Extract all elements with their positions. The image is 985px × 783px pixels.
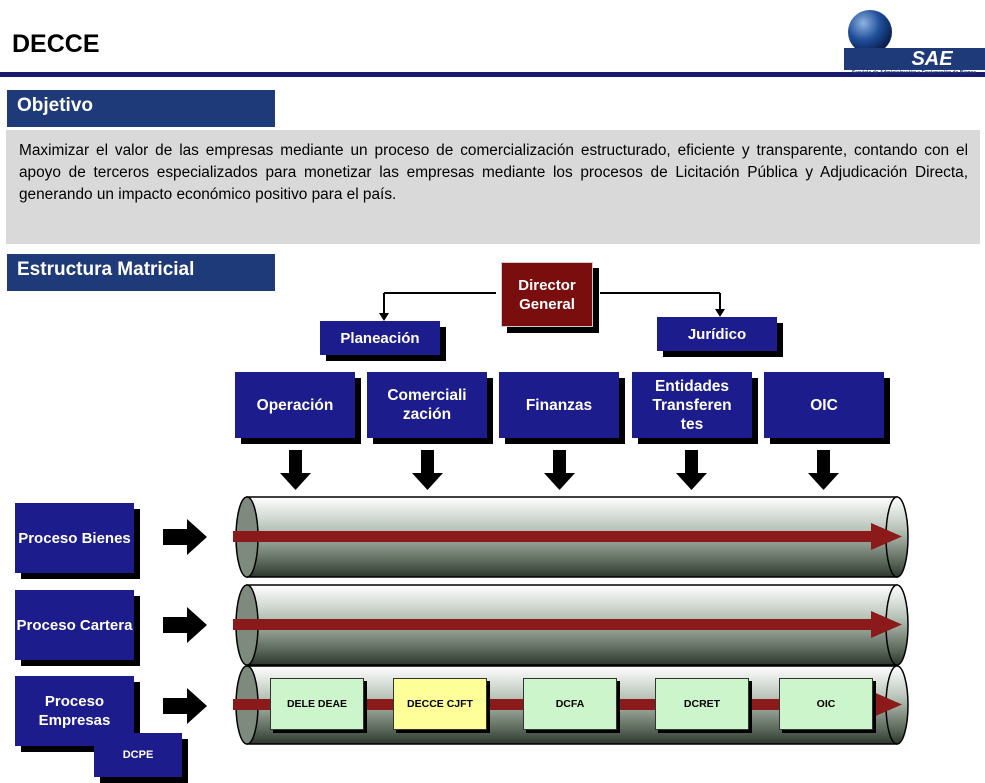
side-arrow-cartera-icon: [163, 607, 207, 643]
function-oic: OIC: [764, 372, 884, 438]
side-arrow-empresas-icon: [163, 688, 207, 724]
title-divider: [0, 72, 985, 77]
objective-text: Maximizar el valor de las empresas media…: [6, 130, 980, 244]
function-comercializacion: Comerciali zación: [367, 372, 487, 438]
globe-logo-icon: SAE Servicio de Administración y Enajena…: [844, 10, 985, 76]
svg-text:Servicio de Administración y E: Servicio de Administración y Enajenación…: [852, 70, 977, 76]
stage-oic: OIC: [779, 678, 873, 730]
arrowhead-planeacion-icon: [379, 313, 389, 321]
function-finanzas: Finanzas: [499, 372, 619, 438]
down-arrow-oic-icon: [808, 450, 839, 490]
arrowhead-juridico-icon: [715, 309, 725, 317]
sae-logo: SAE Servicio de Administración y Enajena…: [842, 8, 985, 76]
dcpe-box: DCPE: [94, 733, 182, 777]
down-arrow-operacion-icon: [280, 450, 311, 490]
down-arrow-comercializacion-icon: [412, 450, 443, 490]
svg-text:SAE: SAE: [911, 48, 953, 70]
planeacion-box: Planeación: [320, 321, 440, 355]
side-arrow-bienes-icon: [163, 519, 207, 555]
process-cartera: Proceso Cartera: [15, 590, 134, 660]
juridico-box: Jurídico: [657, 317, 777, 351]
process-bienes: Proceso Bienes: [15, 503, 134, 573]
down-arrow-finanzas-icon: [544, 450, 575, 490]
stage-decce-cjft: DECCE CJFT: [393, 678, 487, 730]
stage-dcfa: DCFA: [523, 678, 617, 730]
director-general-box: Director General: [501, 262, 593, 327]
pipe-bienes: [233, 496, 909, 578]
pipe-cartera: [233, 584, 909, 666]
function-operacion: Operación: [235, 372, 355, 438]
page-title: DECCE: [12, 30, 100, 58]
objective-heading: Objetivo: [7, 90, 275, 127]
function-entidades-transferentes: Entidades Transferen tes: [632, 372, 752, 438]
structure-heading: Estructura Matricial: [7, 254, 275, 291]
stage-dcret: DCRET: [655, 678, 749, 730]
stage-dele-deae: DELE DEAE: [270, 678, 364, 730]
down-arrow-entidades-icon: [676, 450, 707, 490]
